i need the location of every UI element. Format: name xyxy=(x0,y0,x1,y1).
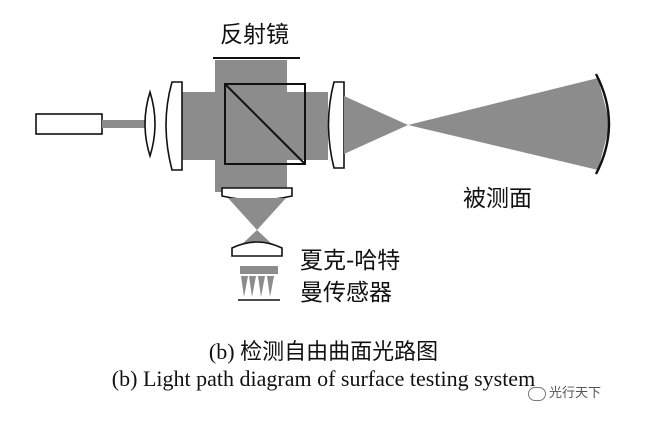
beam-splitter-diagonal xyxy=(224,83,306,165)
label-mirror: 反射镜 xyxy=(220,22,289,48)
focusing-lens xyxy=(327,81,345,169)
label-test-surface: 被测面 xyxy=(463,186,532,212)
expander-lens-small xyxy=(144,89,156,159)
test-surface xyxy=(594,73,611,175)
relay-lens xyxy=(231,241,283,257)
focus-cone-in xyxy=(344,96,408,154)
caption-english: (b) Light path diagram of surface testin… xyxy=(111,366,536,391)
label-sensor-line1: 夏克-哈特 xyxy=(300,248,400,274)
lenslet-focus-cones xyxy=(241,276,274,297)
wechat-icon xyxy=(528,386,546,401)
watermark-text: 光行天下 xyxy=(549,386,602,401)
collimating-lens xyxy=(165,81,183,171)
lower-cone-in xyxy=(228,198,286,230)
optical-path-diagram: 反射镜 被测面 夏克-哈特 曼传感器 xyxy=(35,22,611,306)
beam-splitter-cube xyxy=(224,83,306,165)
laser-beam xyxy=(102,120,146,128)
microlens-array xyxy=(240,266,278,274)
laser-source xyxy=(35,113,103,135)
collimated-beam-vertical xyxy=(215,60,287,192)
watermark: 光行天下 xyxy=(528,382,601,401)
label-sensor-line2: 曼传感器 xyxy=(300,280,392,306)
focus-cone-out xyxy=(408,78,610,170)
caption-chinese: (b) 检测自由曲面光路图 xyxy=(208,339,439,364)
